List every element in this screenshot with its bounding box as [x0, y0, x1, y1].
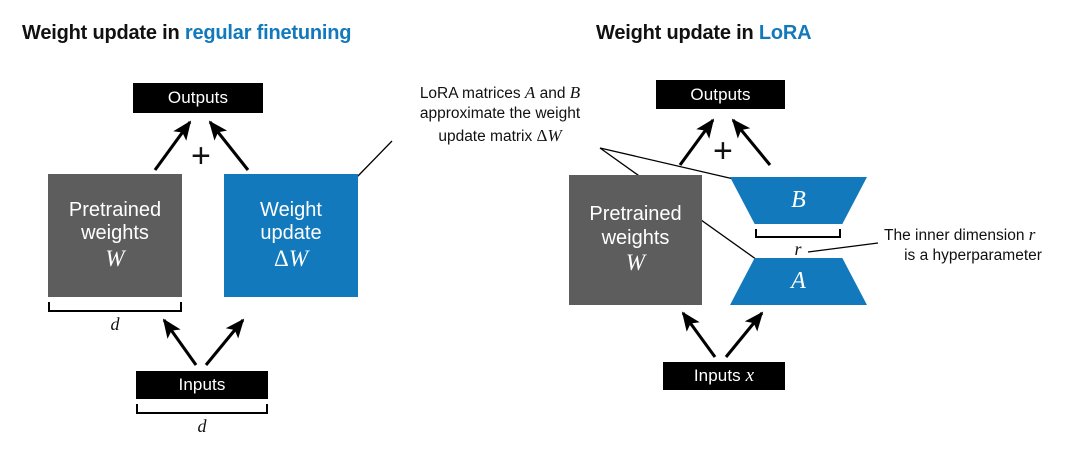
- right-pretrained-line1: Pretrained: [589, 203, 682, 226]
- left-update-delta: Δ: [274, 245, 289, 271]
- right-plus-icon: +: [713, 132, 733, 170]
- left-pretrained-line1: Pretrained: [68, 198, 162, 221]
- left-update-w: W: [288, 245, 308, 271]
- left-panel-title: Weight update in regular finetuning: [22, 22, 351, 45]
- left-outputs-box: Outputs: [133, 83, 263, 113]
- right-arrow-inputs-to-pretrained: [681, 311, 717, 358]
- left-arrow-update-to-outputs: [208, 120, 250, 171]
- right-panel-title-prefix: Weight update in: [596, 22, 759, 44]
- right-inputs-box: Inputs x: [663, 362, 785, 390]
- right-dim-label-r: r: [794, 239, 802, 259]
- left-arrow-pretrained-to-outputs: [153, 120, 192, 171]
- left-dim-bracket-inputs: [136, 404, 268, 414]
- right-panel-title: Weight update in LoRA: [596, 22, 812, 45]
- right-annotation-line1: The inner dimension r: [884, 225, 1036, 244]
- left-dim-bracket-weights: [48, 302, 182, 312]
- right-pretrained-weights-block: Pretrained weights W: [569, 175, 702, 305]
- right-arrow-lora-to-outputs: [731, 118, 772, 166]
- left-inputs-label: Inputs: [178, 375, 226, 394]
- left-pretrained-weights-block: Pretrained weights W: [48, 174, 182, 297]
- left-weight-update-block: Weight update ΔW: [224, 174, 358, 297]
- left-panel-title-accent: regular finetuning: [184, 22, 352, 44]
- left-outputs-label: Outputs: [167, 88, 229, 107]
- center-annotation-matrix-a: A: [524, 83, 536, 102]
- right-inputs-label: Inputs x: [693, 365, 755, 387]
- left-update-line1: Weight: [260, 198, 322, 221]
- left-plus-icon: +: [191, 137, 211, 175]
- left-panel-title-prefix: Weight update in: [22, 22, 185, 44]
- right-arrow-pretrained-to-outputs: [678, 118, 715, 166]
- right-panel-title-accent: LoRA: [758, 22, 812, 44]
- center-annotation-line1: LoRA matrices A and B: [419, 83, 581, 102]
- right-annotation: The inner dimension r is a hyperparamete…: [884, 224, 1076, 267]
- right-outputs-box: Outputs: [656, 80, 785, 109]
- right-pretrained-line2: weights: [601, 226, 670, 249]
- left-inputs-box: Inputs: [136, 371, 268, 399]
- right-outputs-label: Outputs: [690, 84, 751, 104]
- left-update-line2: update: [260, 222, 322, 245]
- right-inputs-var: x: [745, 365, 755, 387]
- leader-line-to-weight-update-block: [356, 140, 393, 178]
- left-update-symbol: ΔW: [274, 246, 308, 272]
- right-dim-bracket-r: [755, 229, 841, 238]
- center-annotation-line2: approximate the weight: [419, 105, 581, 123]
- right-annotation-var-r: r: [1028, 225, 1036, 244]
- right-arrow-inputs-to-lora: [724, 311, 764, 358]
- left-arrow-inputs-to-update: [204, 318, 245, 366]
- right-pretrained-symbol: W: [625, 250, 646, 276]
- center-annotation: LoRA matrices A and B approximate the we…: [396, 82, 604, 147]
- right-annotation-line2: is a hyperparameter: [904, 247, 1042, 265]
- left-pretrained-symbol: W: [105, 245, 125, 271]
- left-dim-label-weights: d: [110, 314, 120, 334]
- left-pretrained-line2: weights: [81, 222, 149, 245]
- center-annotation-delta-w: ΔW: [536, 125, 562, 145]
- trapezoid-b-block: B: [730, 177, 867, 224]
- trapezoid-b-label: B: [791, 186, 806, 213]
- trapezoid-a-block: A: [730, 258, 867, 305]
- trapezoid-a-label: A: [791, 267, 806, 294]
- center-annotation-line3: update matrix ΔW: [438, 125, 562, 145]
- left-dim-label-inputs: d: [197, 416, 207, 436]
- center-annotation-matrix-b: B: [569, 83, 581, 102]
